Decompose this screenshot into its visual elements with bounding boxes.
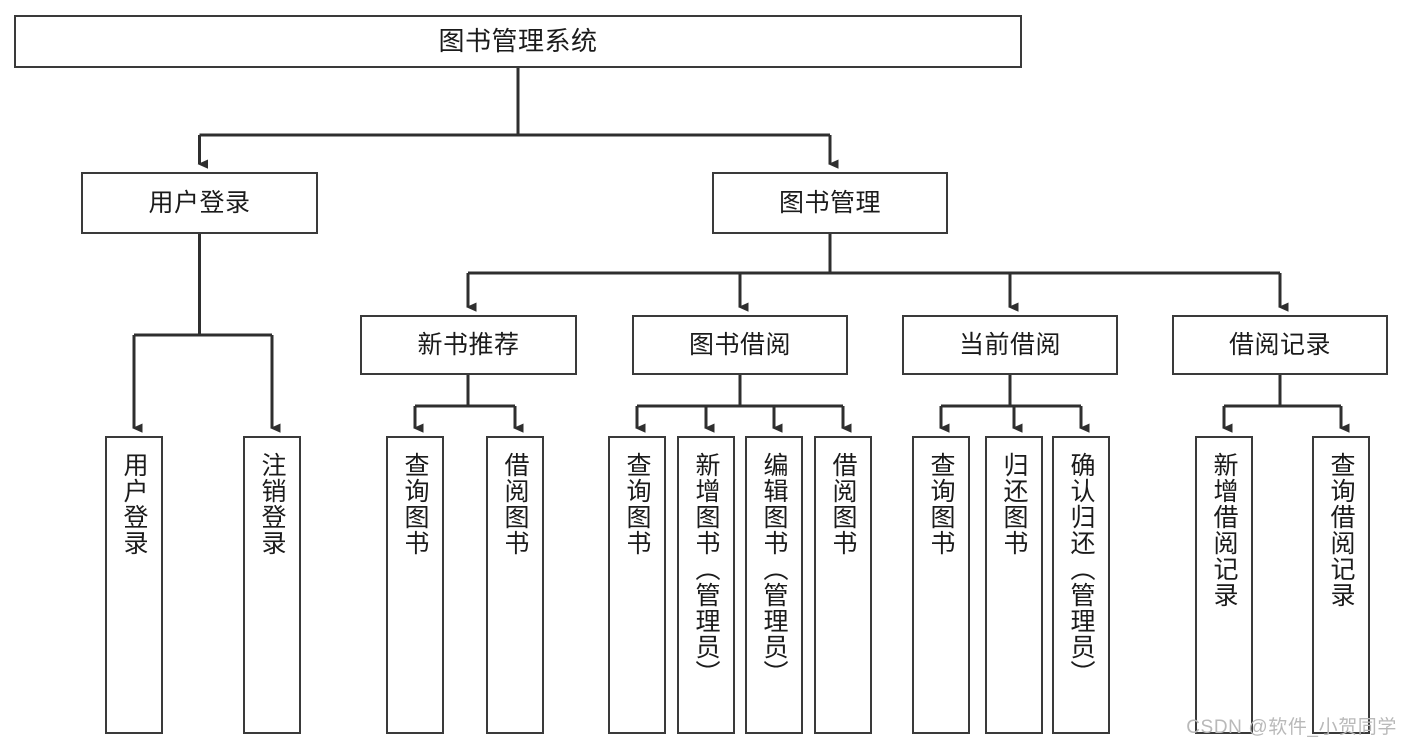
leaf-return-book-label: 归还图书 <box>1000 452 1028 556</box>
leaf-logout[interactable]: 注销登录 <box>243 436 301 734</box>
leaf-add-record[interactable]: 新增借阅记录 <box>1195 436 1253 734</box>
leaf-confirm-return-label: 确认归还（管理员） <box>1067 452 1095 686</box>
leaf-query-record-label: 查询借阅记录 <box>1327 452 1355 608</box>
leaf-query-book-3[interactable]: 查询图书 <box>912 436 970 734</box>
node-borrow-record[interactable]: 借阅记录 <box>1172 315 1388 375</box>
leaf-borrow-book-2-label: 借阅图书 <box>829 452 857 556</box>
leaf-edit-book[interactable]: 编辑图书（管理员） <box>745 436 803 734</box>
node-root-label: 图书管理系统 <box>438 25 598 56</box>
node-book-borrow-label: 图书借阅 <box>688 330 791 359</box>
leaf-query-record[interactable]: 查询借阅记录 <box>1312 436 1370 734</box>
leaf-borrow-book-1[interactable]: 借阅图书 <box>486 436 544 734</box>
leaf-add-record-label: 新增借阅记录 <box>1210 452 1238 608</box>
node-borrow-record-label: 借阅记录 <box>1228 330 1331 359</box>
leaf-query-book-2[interactable]: 查询图书 <box>608 436 666 734</box>
leaf-confirm-return[interactable]: 确认归还（管理员） <box>1052 436 1110 734</box>
leaf-user-login[interactable]: 用户登录 <box>105 436 163 734</box>
node-book-borrow[interactable]: 图书借阅 <box>632 315 848 375</box>
node-user-login-label: 用户登录 <box>148 188 251 217</box>
node-new-book-recommend-label: 新书推荐 <box>417 330 520 359</box>
leaf-edit-book-label: 编辑图书（管理员） <box>760 452 788 686</box>
leaf-query-book-1[interactable]: 查询图书 <box>386 436 444 734</box>
node-current-borrow[interactable]: 当前借阅 <box>902 315 1118 375</box>
node-book-manage[interactable]: 图书管理 <box>712 172 948 234</box>
leaf-add-book[interactable]: 新增图书（管理员） <box>677 436 735 734</box>
leaf-borrow-book-1-label: 借阅图书 <box>501 452 529 556</box>
node-book-manage-label: 图书管理 <box>778 188 881 217</box>
leaf-add-book-label: 新增图书（管理员） <box>692 452 720 686</box>
leaf-user-login-label: 用户登录 <box>120 452 148 556</box>
leaf-query-book-3-label: 查询图书 <box>927 452 955 556</box>
leaf-query-book-2-label: 查询图书 <box>623 452 651 556</box>
node-root[interactable]: 图书管理系统 <box>14 15 1022 68</box>
node-user-login[interactable]: 用户登录 <box>81 172 318 234</box>
leaf-query-book-1-label: 查询图书 <box>401 452 429 556</box>
leaf-return-book[interactable]: 归还图书 <box>985 436 1043 734</box>
csdn-watermark: CSDN @软件_小贺同学 <box>1186 717 1397 738</box>
node-current-borrow-label: 当前借阅 <box>958 330 1061 359</box>
leaf-borrow-book-2[interactable]: 借阅图书 <box>814 436 872 734</box>
leaf-logout-label: 注销登录 <box>258 452 286 556</box>
node-new-book-recommend[interactable]: 新书推荐 <box>360 315 577 375</box>
